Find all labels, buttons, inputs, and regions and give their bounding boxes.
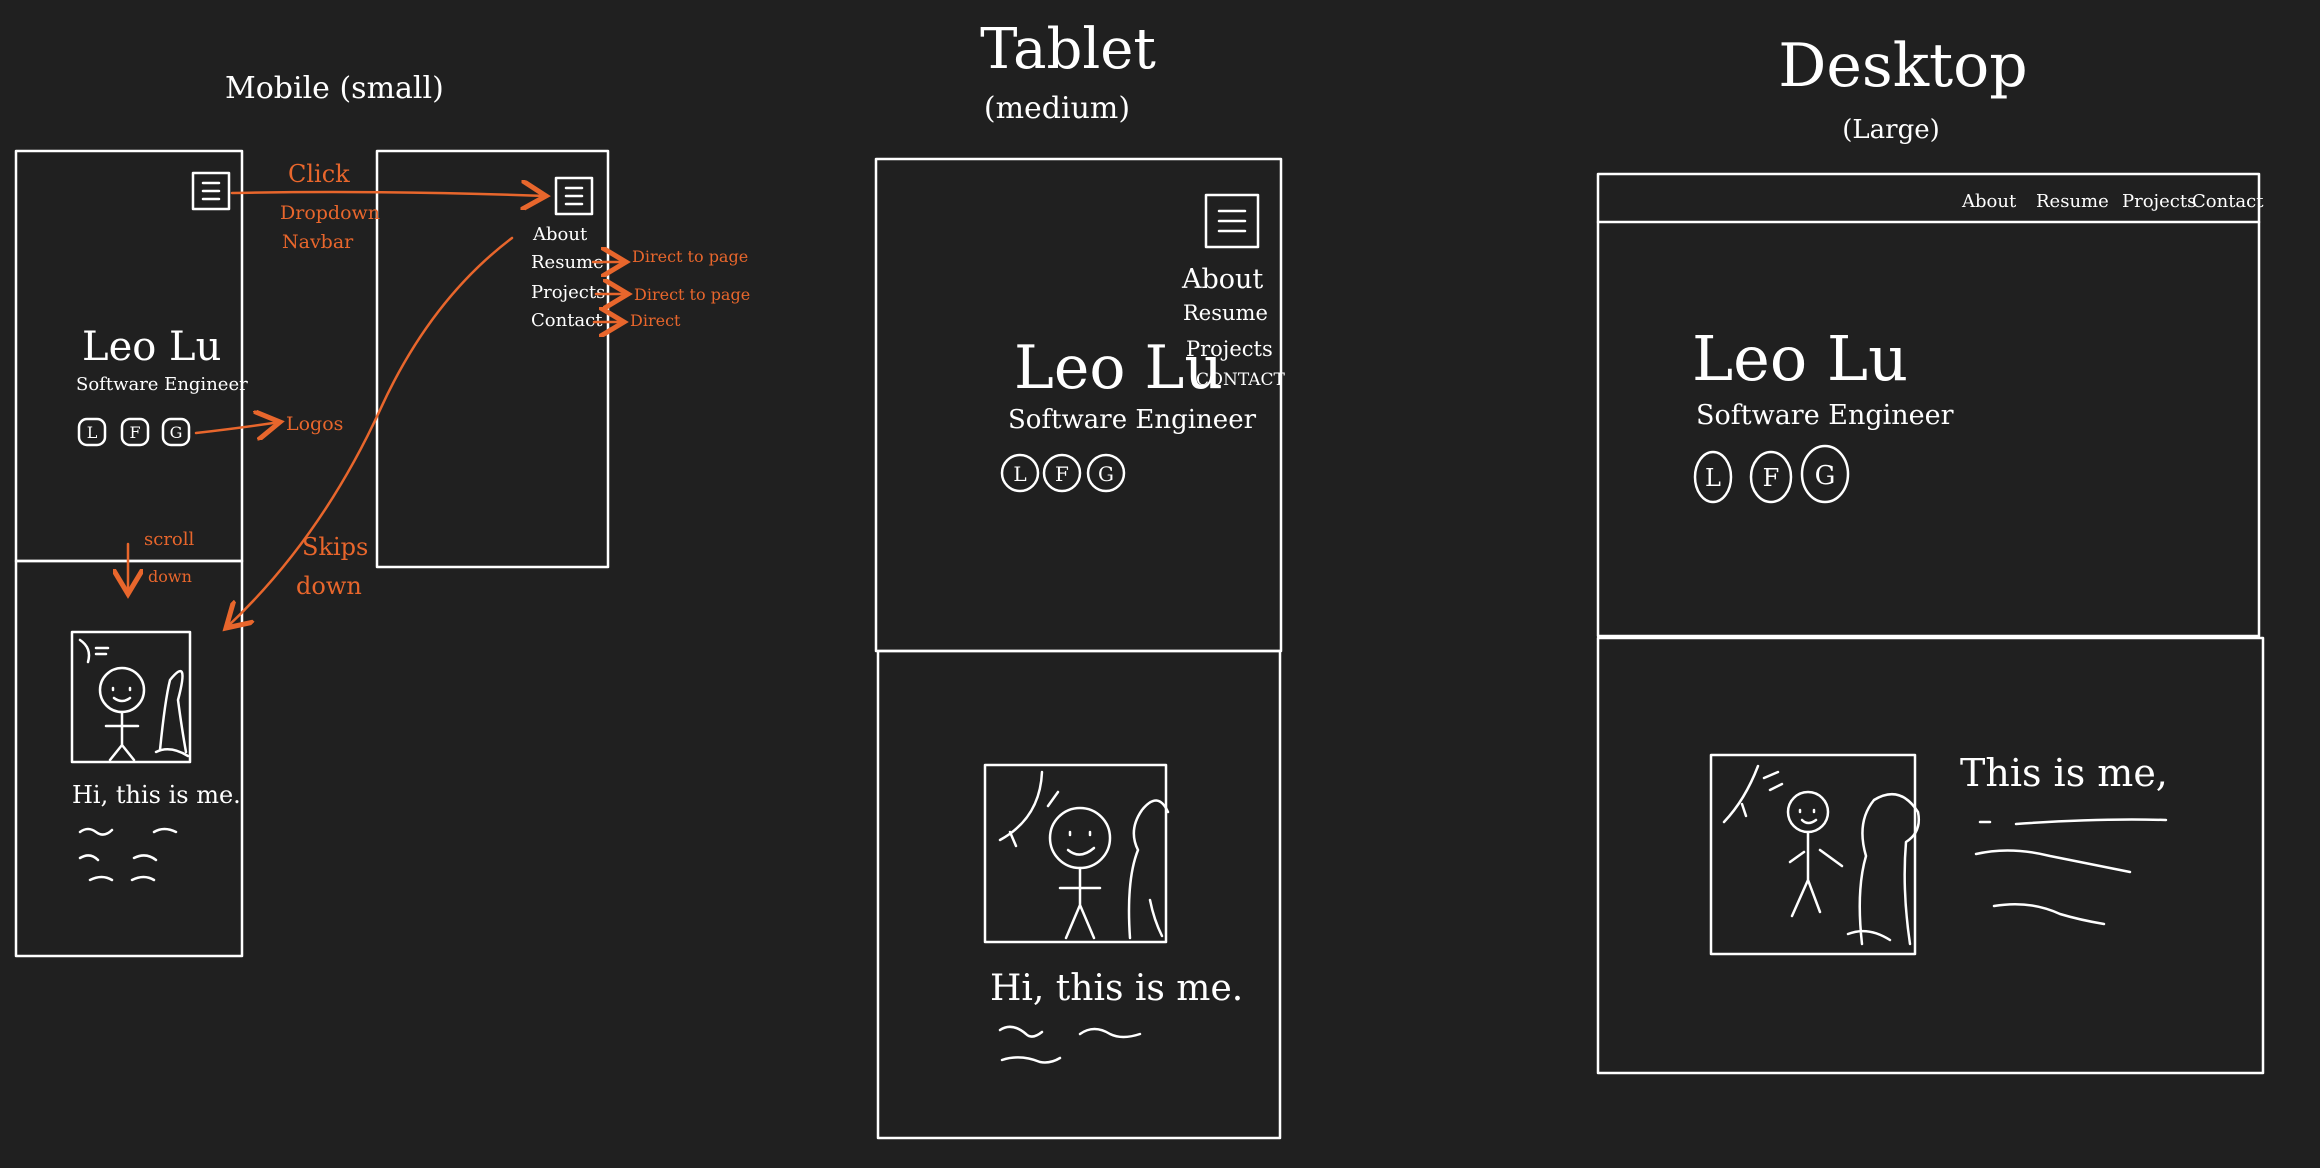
tablet-menu-contact[interactable]: CONTACT	[1196, 370, 1286, 390]
tablet-subtitle: (medium)	[984, 91, 1130, 126]
annotation-down-small: down	[148, 567, 192, 586]
mobile-name: Leo Lu	[82, 324, 221, 370]
tablet-logo-l-icon[interactable]	[1000, 453, 1040, 493]
mobile-title: Mobile (small)	[225, 71, 444, 106]
tablet-intro: Hi, this is me.	[990, 968, 1243, 1009]
tablet-menu-projects[interactable]: Projects	[1186, 337, 1273, 361]
svg-text:G: G	[1815, 461, 1836, 491]
tablet-name: Leo Lu	[1014, 333, 1223, 403]
svg-text:L: L	[1705, 464, 1721, 492]
svg-text:L: L	[87, 423, 98, 442]
desktop-logo-l-icon[interactable]	[1693, 450, 1733, 504]
mobile-logo-l-icon[interactable]	[77, 417, 107, 447]
svg-text:F: F	[1055, 462, 1069, 486]
annotation-dropdown: Dropdown	[280, 202, 380, 224]
tablet-menu-resume[interactable]: Resume	[1183, 301, 1268, 325]
mobile-about-frame	[14, 559, 244, 958]
annotation-scroll: scroll	[144, 529, 195, 550]
svg-text:G: G	[170, 423, 183, 442]
mobile-menu-contact[interactable]: Contact	[531, 310, 603, 331]
desktop-name: Leo Lu	[1692, 322, 1908, 395]
desktop-logos: L F G	[1693, 444, 1850, 504]
desktop-about-frame	[1596, 636, 2265, 1075]
annotation-direct-to-page-1: Direct to page	[632, 247, 748, 266]
annotation-navbar: Navbar	[282, 231, 354, 253]
annotation-direct: Direct	[630, 311, 681, 330]
desktop-nav-resume[interactable]: Resume	[2036, 191, 2109, 212]
mobile-dropdown-frame	[375, 149, 610, 569]
tablet-logo-f-icon[interactable]	[1042, 453, 1082, 493]
mobile-role: Software Engineer	[76, 374, 248, 395]
mobile-menu-projects[interactable]: Projects	[531, 282, 605, 303]
skips-down-arrow	[226, 236, 514, 628]
annotation-click: Click	[288, 160, 350, 188]
desktop-logo-g-icon[interactable]	[1800, 444, 1850, 504]
mobile-dropdown-hamburger-icon[interactable]	[554, 176, 594, 216]
tablet-photo-sketch	[983, 763, 1170, 944]
desktop-nav-contact[interactable]: Contact	[2192, 191, 2264, 212]
desktop-logo-f-icon[interactable]	[1749, 450, 1793, 504]
annotation-skips: Skips	[302, 533, 368, 561]
desktop-photo-sketch	[1709, 753, 1920, 956]
desktop-role: Software Engineer	[1696, 400, 1954, 431]
mobile-photo-sketch	[70, 630, 192, 764]
mobile-text-scribble	[78, 827, 178, 882]
mobile-logo-g-icon[interactable]	[161, 417, 191, 447]
svg-text:F: F	[129, 423, 140, 442]
desktop-nav-about[interactable]: About	[1961, 191, 2017, 212]
tablet-hamburger-icon[interactable]	[1204, 193, 1260, 249]
tablet-text-scribble	[998, 1025, 1142, 1064]
tablet-about-frame	[876, 649, 1282, 1140]
annotation-logos: Logos	[286, 413, 343, 435]
desktop-hero-frame	[1596, 172, 2261, 638]
annotation-skips-down: down	[296, 572, 362, 600]
tablet-logos: L F G	[1000, 453, 1126, 493]
mobile-menu-resume[interactable]: Resume	[531, 252, 604, 273]
click-arrow	[230, 192, 546, 196]
annotation-direct-to-page-2: Direct to page	[634, 285, 750, 304]
desktop-nav-projects[interactable]: Projects	[2122, 191, 2196, 212]
mobile-intro: Hi, this is me.	[72, 781, 241, 809]
desktop-subtitle: (Large)	[1842, 115, 1940, 145]
tablet-menu-about[interactable]: About	[1181, 264, 1263, 295]
tablet-title: Tablet	[980, 17, 1156, 82]
svg-text:G: G	[1098, 462, 1114, 486]
tablet-role: Software Engineer	[1008, 405, 1257, 435]
tablet-logo-g-icon[interactable]	[1086, 453, 1126, 493]
desktop-text-scribble	[1974, 818, 2168, 926]
desktop-title: Desktop	[1778, 31, 2027, 101]
mobile-hamburger-icon[interactable]	[191, 171, 231, 211]
mobile-logos: L F G	[77, 417, 191, 447]
mobile-logo-f-icon[interactable]	[120, 417, 150, 447]
mobile-menu-about[interactable]: About	[532, 224, 588, 245]
mobile-annotations: Click Dropdown Navbar Logos scroll down …	[128, 160, 750, 628]
logos-arrow	[194, 422, 280, 433]
desktop-intro: This is me,	[1960, 751, 2168, 795]
svg-text:L: L	[1013, 462, 1026, 486]
svg-text:F: F	[1763, 464, 1780, 492]
